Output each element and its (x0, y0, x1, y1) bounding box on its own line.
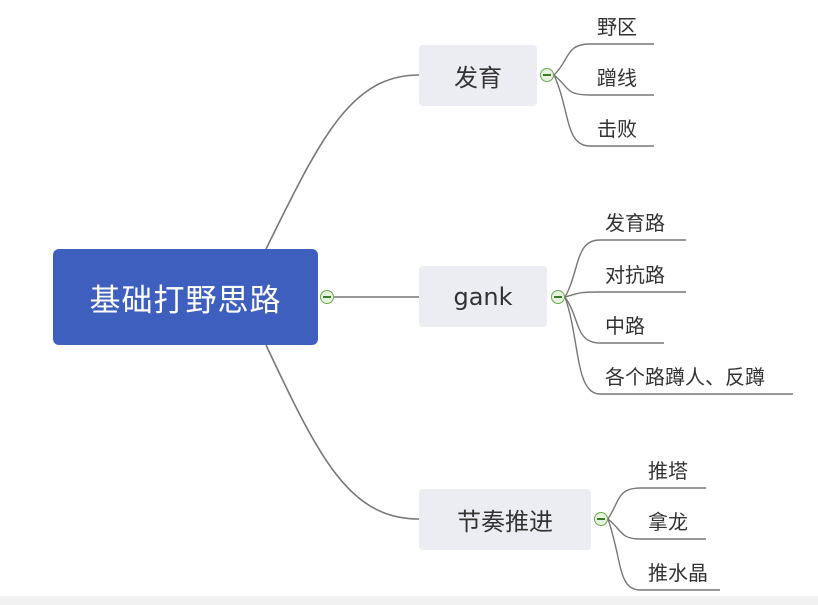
branch-topic-development[interactable]: 发育 (419, 45, 537, 106)
branch-topic-gank[interactable]: gank (419, 266, 547, 327)
leaf-topic[interactable]: 野区 (597, 15, 637, 39)
branch-topic-label: gank (453, 282, 513, 311)
leaf-topic[interactable]: 蹭线 (597, 66, 637, 90)
canvas-bottom-edge (0, 596, 818, 605)
connector-branch-0-leaf-1 (553, 74, 654, 96)
connector-branch-1-leaf-2 (564, 296, 664, 344)
leaf-topic[interactable]: 中路 (605, 314, 645, 338)
branch-topic-label: 节奏推进 (457, 508, 553, 536)
connector-branch-2-leaf-1 (607, 518, 706, 540)
leaf-topic[interactable]: 击败 (597, 117, 637, 141)
connector-root-to-branch-0 (265, 74, 420, 250)
root-topic[interactable]: 基础打野思路 (53, 249, 318, 345)
connector-branch-0-leaf-0 (553, 43, 654, 76)
leaf-topic[interactable]: 推塔 (648, 459, 688, 483)
collapse-branch-0-toggle-icon[interactable] (540, 68, 554, 82)
leaf-topic[interactable]: 对抗路 (605, 263, 665, 287)
collapse-branch-1-toggle-icon[interactable] (551, 290, 565, 304)
collapse-root-toggle-icon[interactable] (320, 290, 334, 304)
leaf-topic[interactable]: 各个路蹲人、反蹲 (605, 365, 765, 389)
connector-branch-2-leaf-2 (607, 518, 720, 591)
connector-branch-1-leaf-0 (564, 239, 686, 298)
branch-topic-tempo[interactable]: 节奏推进 (419, 489, 591, 550)
root-topic-label: 基础打野思路 (89, 282, 282, 319)
connector-branch-2-leaf-0 (607, 487, 706, 520)
collapse-branch-2-toggle-icon[interactable] (594, 512, 608, 526)
connector-root-to-branch-2 (265, 344, 420, 520)
connector-branch-1-leaf-1 (564, 291, 686, 298)
leaf-topic[interactable]: 拿龙 (648, 510, 688, 534)
connector-branch-0-leaf-2 (553, 74, 654, 147)
branch-topic-label: 发育 (454, 64, 502, 92)
leaf-topic[interactable]: 推水晶 (648, 561, 708, 585)
leaf-topic[interactable]: 发育路 (605, 211, 665, 235)
connector-branch-1-leaf-3 (564, 296, 793, 395)
